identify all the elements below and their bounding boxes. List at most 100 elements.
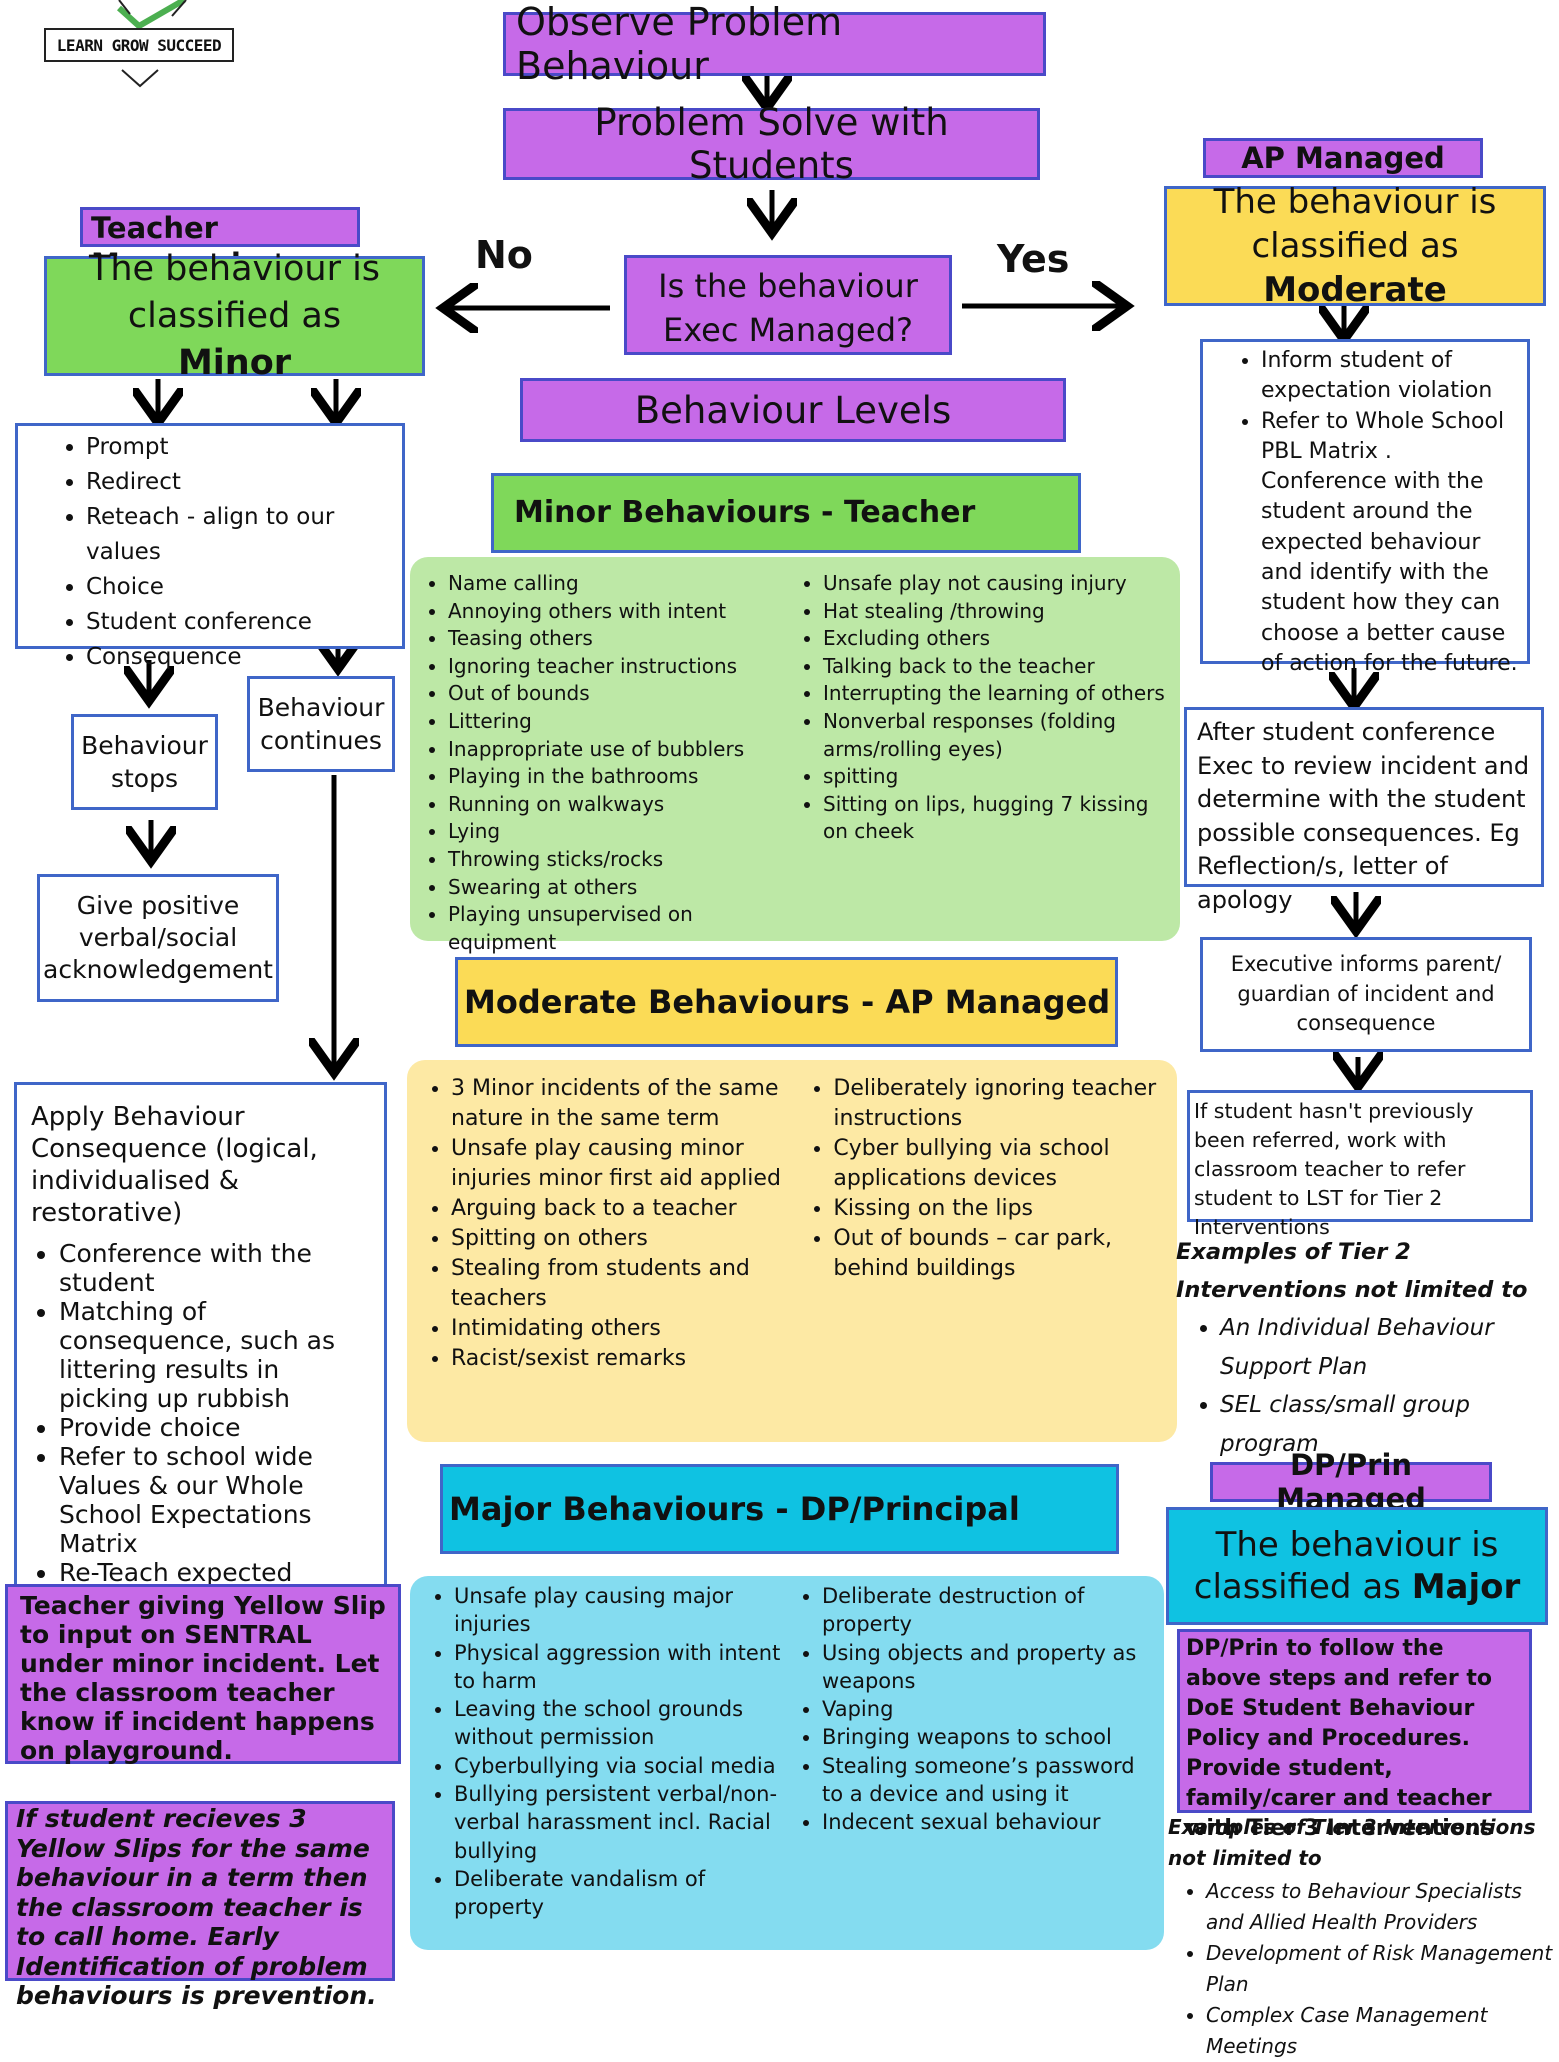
list-item: spitting: [823, 763, 1174, 791]
list-item: Using objects and property as weapons: [822, 1639, 1160, 1696]
behaviour-levels-box: Behaviour Levels: [520, 378, 1066, 442]
major-heading: Major Behaviours - DP/Principal Managed: [440, 1464, 1119, 1612]
decision-box: Is the behaviour Exec Managed?: [624, 255, 952, 355]
list-item: Littering: [448, 708, 799, 736]
list-item: Excluding others: [823, 625, 1174, 653]
moderate-classified-pre: The behaviour is classified as: [1213, 182, 1497, 266]
tier2-list: An Individual Behaviour Support PlanSEL …: [1176, 1309, 1556, 1463]
decision-yes-label: Yes: [997, 237, 1070, 281]
apply-consequence-box: Apply Behaviour Consequence (logical, in…: [14, 1082, 387, 1616]
lst-box: If student hasn't previously been referr…: [1187, 1090, 1533, 1239]
list-item: Lying: [448, 818, 799, 846]
moderate-heading: Moderate Behaviours - AP Managed: [455, 957, 1118, 1047]
list-item: Inappropriate use of bubblers: [448, 736, 799, 764]
exec-informs-box: Executive informs parent/ guardian of in…: [1200, 937, 1532, 1052]
positive-acknowledgement-box: Give positive verbal/social acknowledgem…: [37, 874, 279, 1002]
major-list-col2: Deliberate destruction of propertyUsing …: [792, 1582, 1160, 1922]
moderate-classified-level: Moderate: [1263, 270, 1447, 310]
tier3-list: Access to Behaviour Specialists and Alli…: [1168, 1876, 1559, 2062]
apply-consequence-list: Conference with the studentMatching of c…: [31, 1239, 376, 1616]
list-item: Annoying others with intent: [448, 598, 799, 626]
list-item: Teasing others: [448, 625, 799, 653]
three-slips-box: If student recieves 3 Yellow Slips for t…: [5, 1801, 395, 2010]
teacher-managed-tag: Teacher Managed: [80, 207, 360, 281]
list-item: Physical aggression with intent to harm: [454, 1639, 792, 1696]
tier2-heading: Examples of Tier 2 Interventions not lim…: [1176, 1239, 1528, 1303]
minor-panel: Name callingAnnoying others with intentT…: [410, 557, 1180, 954]
problem-solve-box: Problem Solve with Students: [503, 101, 1040, 187]
list-item: Talking back to the teacher: [823, 653, 1174, 681]
problem-solve-text: Problem Solve with Students: [594, 101, 949, 187]
list-item: Inform student of expectation violation: [1261, 346, 1521, 407]
list-item: Unsafe play not causing injury: [823, 570, 1174, 598]
list-item: Playing in the bathrooms: [448, 763, 799, 791]
list-item: Consequence: [86, 640, 392, 675]
moderate-classified-box: The behaviour is classified as Moderate: [1164, 182, 1546, 310]
decision-line2: Exec Managed?: [662, 311, 914, 349]
behaviour-stops-box: Behaviour stops: [71, 714, 218, 810]
list-item: Out of bounds: [448, 680, 799, 708]
list-item: Ignoring teacher instructions: [448, 653, 799, 681]
list-item: Provide choice: [59, 1413, 376, 1442]
list-item: Access to Behaviour Specialists and Alli…: [1206, 1876, 1559, 1938]
list-item: Running on walkways: [448, 791, 799, 819]
list-item: Out of bounds – car park, behind buildin…: [833, 1224, 1169, 1284]
minor-classified-level: Minor: [177, 342, 292, 383]
moderate-list-col1: 3 Minor incidents of the same nature in …: [421, 1074, 803, 1374]
decision-line1: Is the behaviour: [658, 267, 918, 305]
dp-managed-tag: DP/Prin Managed: [1210, 1448, 1492, 1516]
minor-heading: Minor Behaviours - Teacher Managed: [491, 473, 1081, 604]
list-item: Deliberate vandalism of property: [454, 1865, 792, 1922]
list-item: Stealing someone’s password to a device …: [822, 1752, 1160, 1809]
list-item: Bringing weapons to school: [822, 1723, 1160, 1751]
list-item: Refer to Whole School PBL Matrix . Confe…: [1261, 407, 1521, 680]
list-item: Sitting on lips, hugging 7 kissing on ch…: [823, 791, 1174, 846]
dp-steps-box: DP/Prin to follow the above steps and re…: [1177, 1629, 1532, 1841]
major-classified-pre: The behaviour is classified as: [1193, 1525, 1499, 1607]
list-item: Swearing at others: [448, 874, 799, 902]
list-item: Development of Risk Management Plan: [1206, 1938, 1559, 2000]
list-item: Refer to school wide Values & our Whole …: [59, 1442, 376, 1558]
minor-list-col2: Unsafe play not causing injuryHat steali…: [799, 570, 1174, 956]
minor-classified-box: The behaviour is classified as Minor: [44, 249, 425, 383]
list-item: Intimidating others: [451, 1314, 803, 1344]
decision-no-label: No: [475, 233, 533, 277]
tier3-heading: Examples of Tier 3 Interventions not lim…: [1168, 1815, 1536, 1870]
apply-consequence-heading: Apply Behaviour Consequence (logical, in…: [31, 1102, 318, 1228]
list-item: Playing unsupervised on equipment: [448, 901, 799, 956]
major-list-col1: Unsafe play causing major injuriesPhysic…: [424, 1582, 792, 1922]
moderate-panel: 3 Minor incidents of the same nature in …: [407, 1060, 1177, 1442]
list-item: Throwing sticks/rocks: [448, 846, 799, 874]
logo-emblem-icon: [116, 0, 187, 88]
list-item: Student conference: [86, 605, 392, 640]
list-item: 3 Minor incidents of the same nature in …: [451, 1074, 803, 1134]
after-conference-box: After student conference Exec to review …: [1184, 707, 1544, 914]
list-item: Interrupting the learning of others: [823, 680, 1174, 708]
major-panel: Unsafe play causing major injuriesPhysic…: [410, 1576, 1164, 1950]
ap-steps-list: Inform student of expectation violationR…: [1233, 346, 1521, 679]
list-item: Indecent sexual behaviour: [822, 1808, 1160, 1836]
list-item: Racist/sexist remarks: [451, 1344, 803, 1374]
school-logo: LEARN GROW SUCCEED: [44, 0, 240, 90]
list-item: Bullying persistent verbal/non-verbal ha…: [454, 1780, 792, 1865]
tier3-section: Examples of Tier 3 Interventions not lim…: [1168, 1812, 1559, 2062]
list-item: Stealing from students and teachers: [451, 1254, 803, 1314]
list-item: Leaving the school grounds without permi…: [454, 1695, 792, 1752]
minor-list-col1: Name callingAnnoying others with intentT…: [424, 570, 799, 956]
list-item: Complex Case Management Meetings: [1206, 2000, 1559, 2062]
list-item: Kissing on the lips: [833, 1194, 1169, 1224]
list-item: Cyberbullying via social media: [454, 1752, 792, 1780]
observe-box: Observe Problem Behaviour: [503, 0, 1046, 88]
yellow-slip-box: Teacher giving Yellow Slip to input on S…: [5, 1584, 401, 1765]
list-item: Choice: [86, 570, 392, 605]
list-item: Vaping: [822, 1695, 1160, 1723]
behaviour-continues-box: Behaviour continues: [247, 676, 395, 772]
logo-text: LEARN GROW SUCCEED: [44, 28, 234, 62]
major-classified-level: Major: [1411, 1567, 1521, 1607]
moderate-classified-text: The behaviour is classified as Moderate: [1167, 180, 1543, 312]
list-item: Hat stealing /throwing: [823, 598, 1174, 626]
minor-classified-text: The behaviour is classified as Minor: [67, 246, 402, 387]
list-item: Arguing back to a teacher: [451, 1194, 803, 1224]
teacher-steps-list: PromptRedirectReteach - align to our val…: [58, 430, 392, 675]
list-item: Nonverbal responses (folding arms/rollin…: [823, 708, 1174, 763]
